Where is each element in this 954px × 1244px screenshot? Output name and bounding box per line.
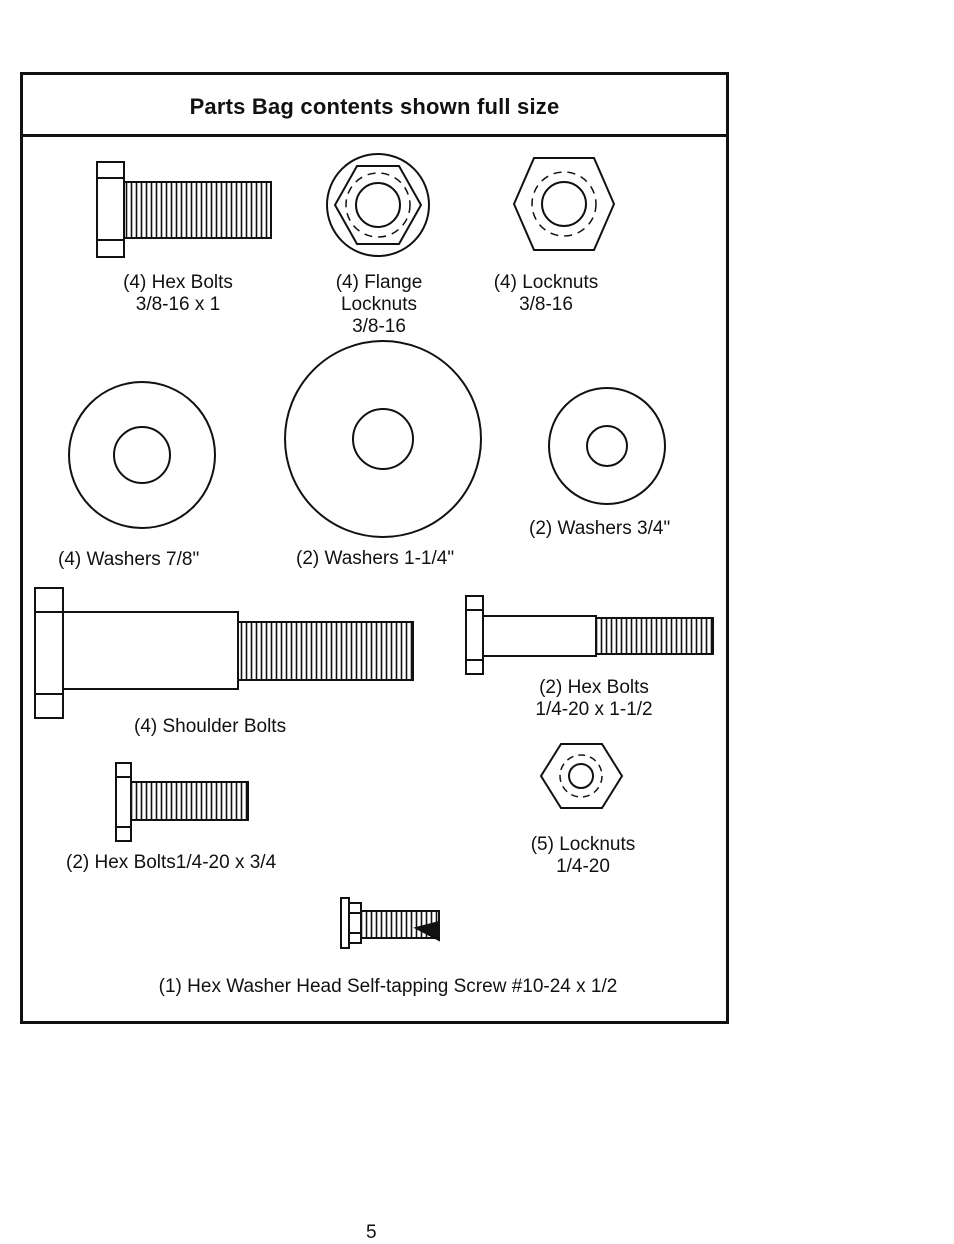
washer-34-drawing <box>548 387 666 505</box>
hex-bolts-14-34-label: (2) Hex Bolts1/4-20 x 3/4 <box>66 852 277 873</box>
label-line: 3/8-16 <box>352 316 406 337</box>
label-line: 3/8-16 x 1 <box>135 294 221 315</box>
washers-34-label: (2) Washers 3/4" <box>529 518 671 539</box>
label-line: 1/4-20 x 1-1/2 <box>535 699 653 720</box>
label-line: Locknuts <box>340 294 418 315</box>
hex-bolt-14-34-drawing <box>115 762 249 842</box>
flange-locknuts-label: (4) Flange Locknuts 3/8-16 <box>313 272 445 338</box>
locknuts-14-label: (5) Locknuts 1/4-20 <box>518 834 648 878</box>
shoulder-bolts-label: (4) Shoulder Bolts <box>134 716 287 737</box>
label-line: (2) Hex Bolts <box>539 677 649 698</box>
hex-bolts-38-label: (4) Hex Bolts 3/8-16 x 1 <box>108 272 248 316</box>
self-tapping-screw-drawing <box>340 897 440 949</box>
label-line: 3/8-16 <box>519 294 573 315</box>
washers-78-label: (4) Washers 7/8" <box>58 549 200 570</box>
flange-locknut-drawing <box>326 153 430 257</box>
shoulder-bolt-drawing <box>34 587 414 719</box>
locknut-38-drawing <box>512 157 616 251</box>
label-line: 1/4-20 <box>556 856 610 877</box>
panel-title: Parts Bag contents shown full size <box>189 94 560 119</box>
hex-bolts-14-112-label: (2) Hex Bolts 1/4-20 x 1-1/2 <box>516 677 672 721</box>
label-line: (4) Flange <box>335 272 423 293</box>
locknut-14-drawing <box>539 743 624 809</box>
washer-78-drawing <box>68 381 216 529</box>
parts-bag-panel: Parts Bag contents shown full size <box>20 72 729 1024</box>
washers-114-label: (2) Washers 1-1/4" <box>296 548 455 569</box>
label-line: (4) Locknuts <box>493 272 599 293</box>
panel-header: Parts Bag contents shown full size <box>23 75 726 137</box>
page-number: 5 <box>366 1222 377 1243</box>
hex-bolt-38-drawing <box>96 161 272 258</box>
washer-114-drawing <box>284 340 482 538</box>
hex-bolt-14-112-drawing <box>465 595 714 675</box>
screw-label: (1) Hex Washer Head Self-tapping Screw #… <box>158 976 618 997</box>
label-line: (5) Locknuts <box>530 834 636 855</box>
label-line: (4) Hex Bolts <box>123 272 233 293</box>
locknuts-38-label: (4) Locknuts 3/8-16 <box>480 272 612 316</box>
